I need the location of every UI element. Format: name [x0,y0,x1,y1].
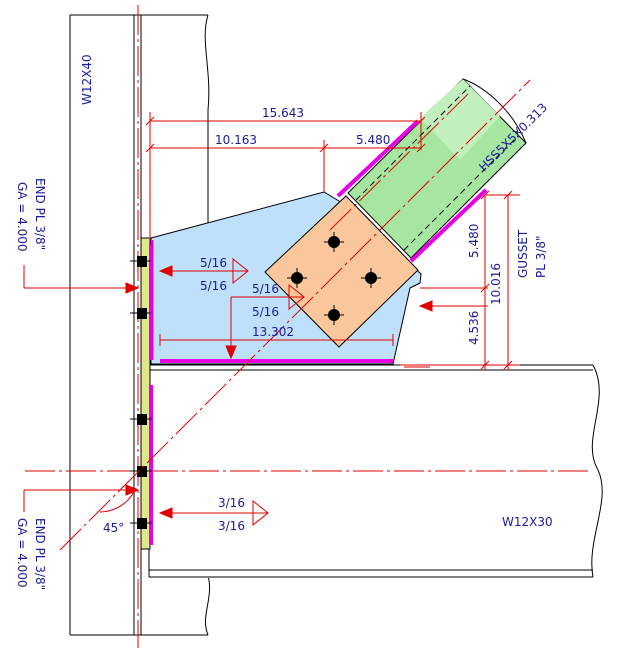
angle-label: 45° [103,521,124,535]
weld-symbol-brace [225,283,305,360]
dim-right-overall: 10.016 [489,263,503,305]
end-plate-upper-label-2: GA = 4.000 [15,182,29,252]
brace-weld-bottom [409,188,488,263]
end-plate-leader-upper [23,265,140,294]
end-plate-lower-label-2: GA = 4.000 [15,518,29,588]
dim-gusset-bottom: 13.302 [252,325,294,339]
hss-brace [336,78,527,263]
beam-label: W12X30 [502,515,553,529]
splice-plate [264,195,419,348]
gusset-bottom-dim [159,334,394,346]
end-plate-bolts [130,256,152,529]
end-plate-lower-label-1: END PL 3/8" [33,518,47,590]
brace-gage-line-1 [329,91,471,231]
weld-brace-top: 5/16 [252,282,279,296]
top-dimensions [145,112,426,240]
dim-right-upper: 5.480 [467,224,481,258]
weld-lower-top: 3/16 [218,496,245,510]
end-plate-leader-lower [23,484,140,512]
angle-arc [99,487,137,513]
end-plate [140,237,151,550]
gusset-edge-arrow [404,300,488,368]
end-plate-upper-label-1: END PL 3/8" [33,178,47,250]
column-label: W12X40 [80,54,94,105]
brace-bolts [287,232,381,325]
weld-lower-bottom: 3/16 [218,519,245,533]
dim-top-overall: 15.643 [262,106,304,120]
weld-symbol-lower [158,499,269,527]
weld-upper-top: 5/16 [200,256,227,270]
dim-top-left: 10.163 [215,133,257,147]
brace-weld-top [336,119,420,198]
gusset-label-2: PL 3/8" [534,235,548,278]
weld-upper-bottom: 5/16 [200,279,227,293]
dim-right-lower: 4.536 [467,311,481,345]
weld-brace-bottom: 5/16 [252,305,279,319]
gusset-label-1: GUSSET [516,229,530,278]
dim-top-right: 5.480 [356,133,390,147]
weld-symbol-upper [158,257,249,285]
brace-workline [59,79,531,551]
right-dimensions [400,190,520,370]
